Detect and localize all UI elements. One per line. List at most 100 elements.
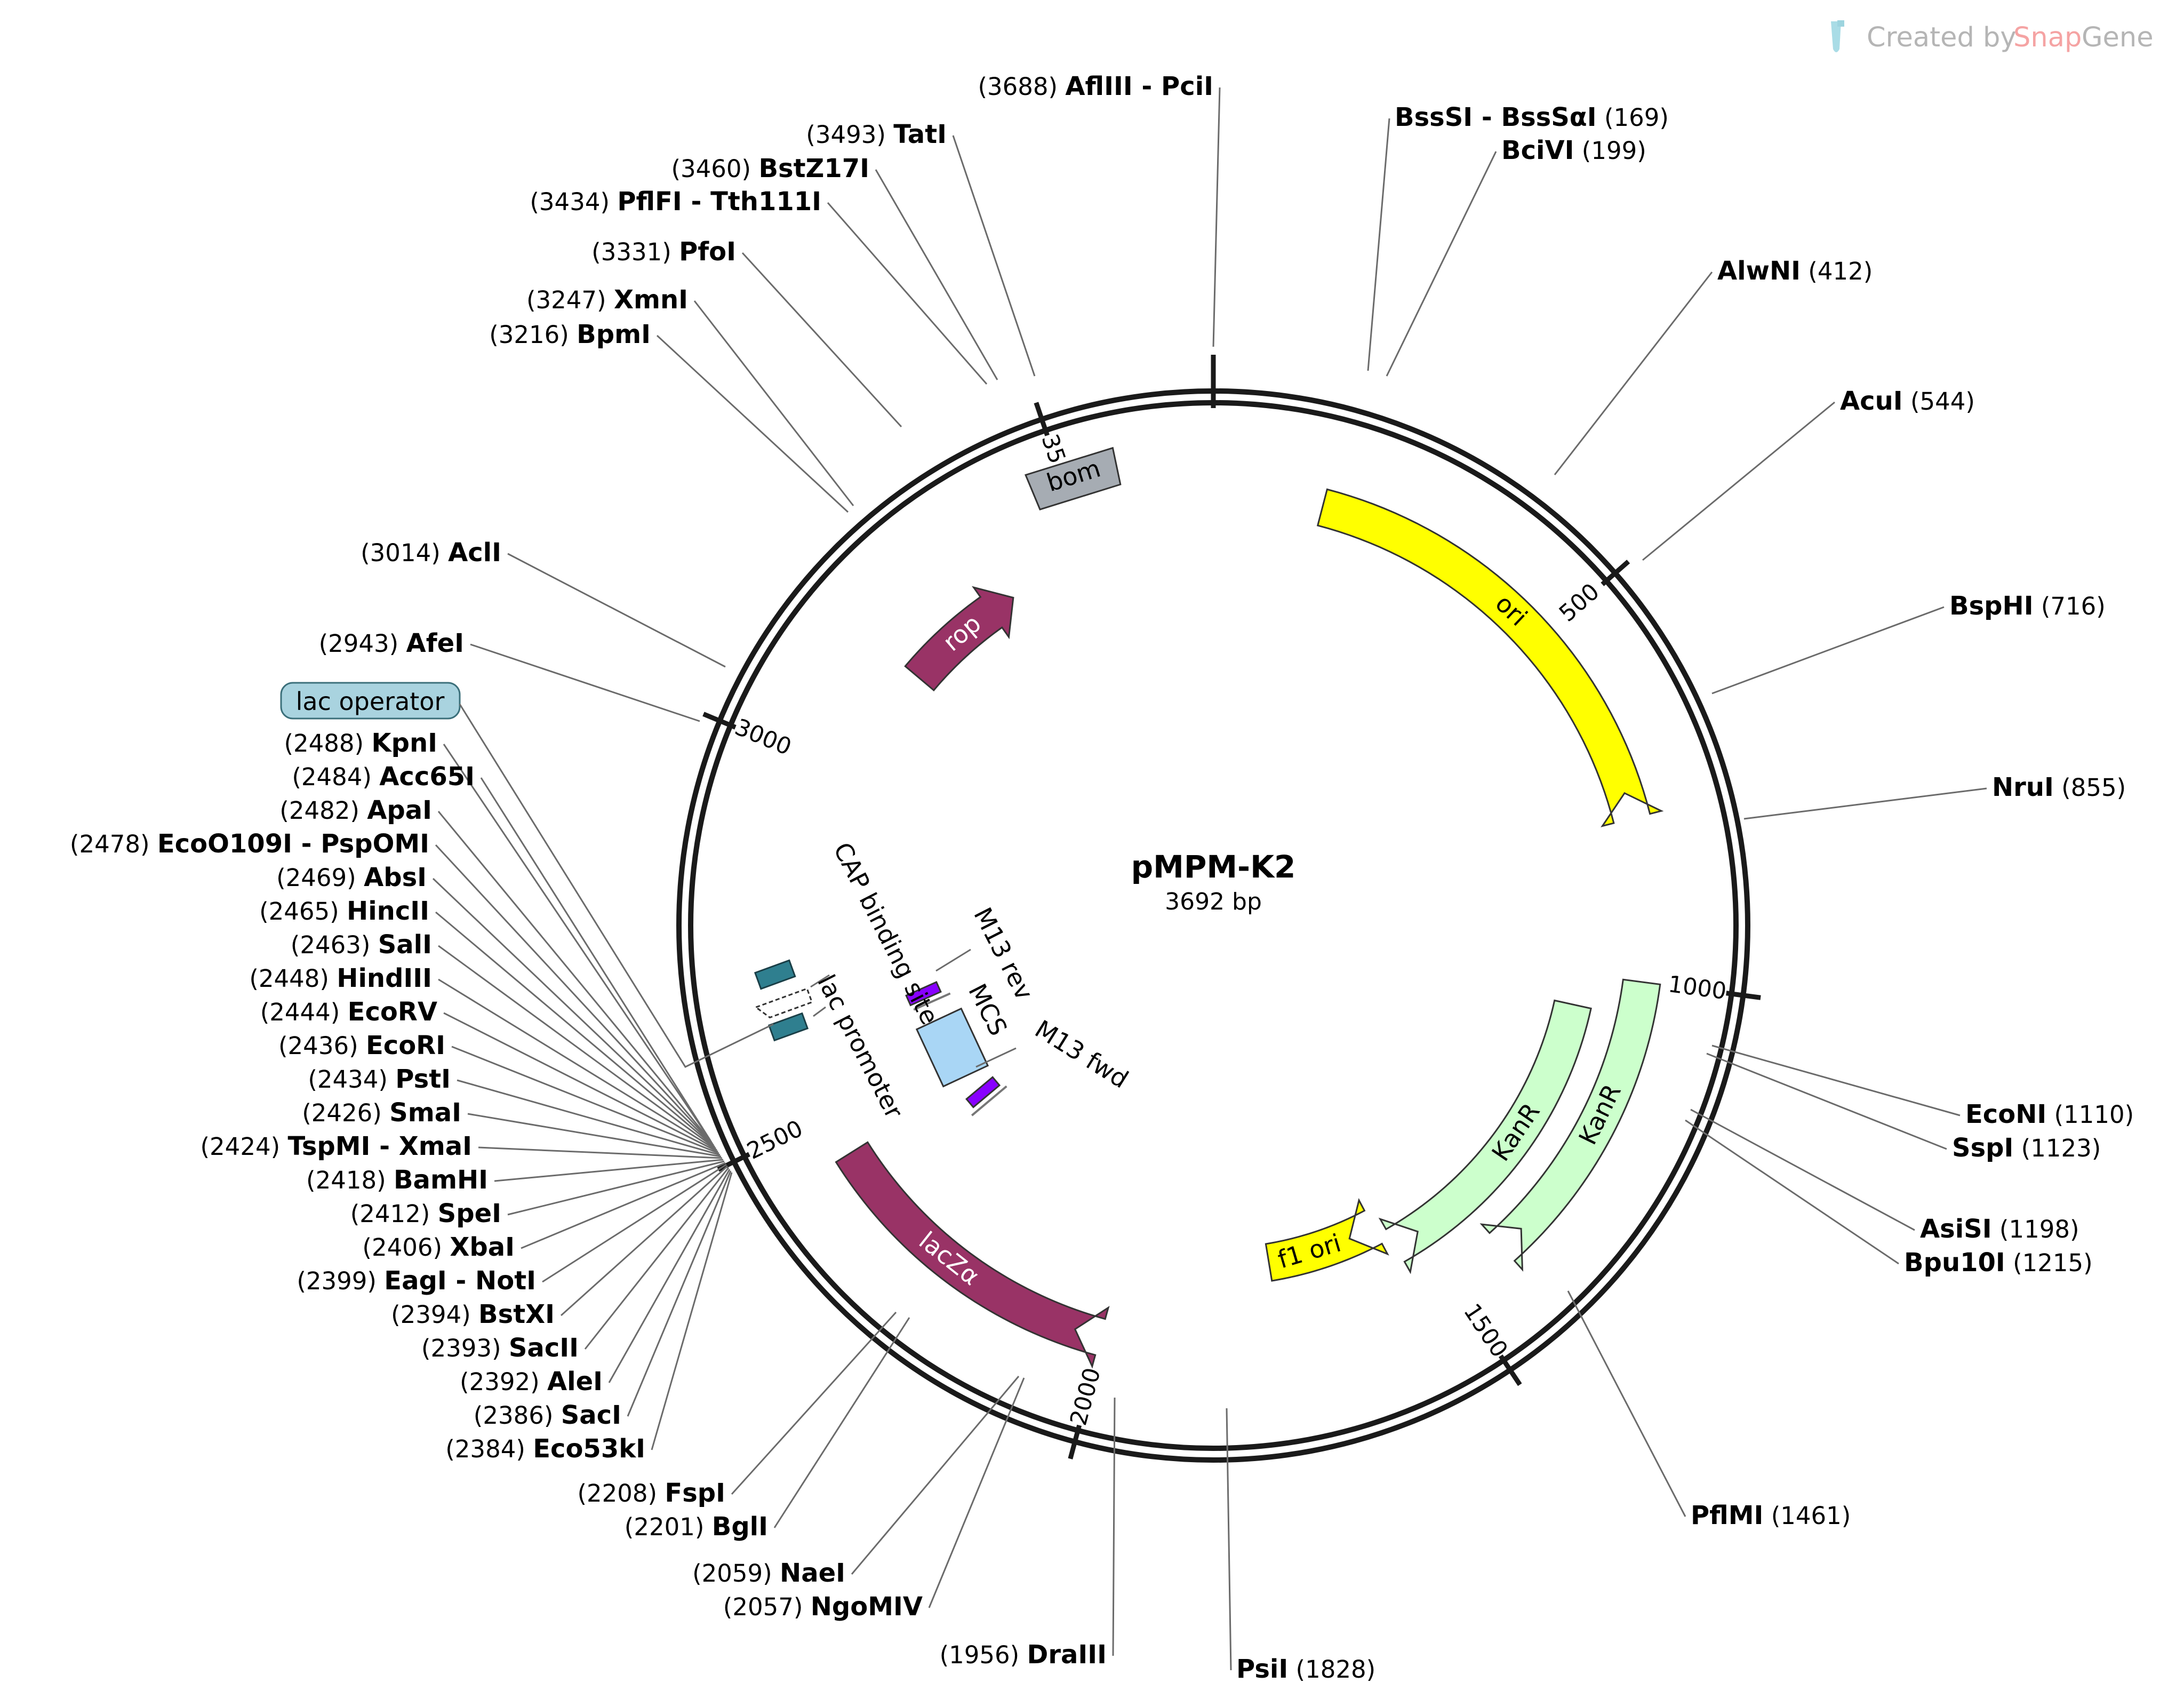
svg-text:BciVI (199): BciVI (199)	[1501, 135, 1646, 165]
site-name: PsiI	[1236, 1654, 1288, 1684]
site-position: (2399)	[297, 1267, 384, 1295]
lac-operator-label: lac operator	[296, 687, 445, 716]
site-position: (2426)	[302, 1099, 389, 1127]
svg-text:(2478) EcoO109I - PspOMI: (2478) EcoO109I - PspOMI	[70, 829, 429, 859]
site-name: HincII	[347, 896, 429, 926]
site-position: (1215)	[2005, 1249, 2093, 1277]
tick-label: 1000	[1667, 971, 1728, 1005]
svg-text:(2436) EcoRI: (2436) EcoRI	[278, 1031, 445, 1060]
site-position: (2424)	[201, 1132, 288, 1161]
site-name: AfeI	[406, 628, 464, 658]
site-name: BglI	[712, 1512, 768, 1542]
site-name: PflFI - Tth111I	[617, 187, 821, 217]
site-name: XmnI	[614, 285, 688, 315]
restriction-site: (3688) AflIII - PciI	[978, 71, 1221, 347]
svg-text:(2394) BstXI: (2394) BstXI	[391, 1299, 555, 1329]
restriction-site: NruI (855)	[1743, 772, 2126, 820]
svg-text:(2384) Eco53kI: (2384) Eco53kI	[445, 1434, 645, 1464]
restriction-site: (2393) SacII	[421, 1167, 730, 1363]
restriction-sites: (2488) KpnI (2484) Acc65I(2482) ApaI(2478…	[70, 71, 2134, 1684]
tick-mark	[1068, 1424, 1082, 1459]
restriction-site: (3014) AclI	[361, 538, 726, 668]
snapgene-logo-icon	[1831, 20, 1844, 52]
site-name: AsiSI	[1920, 1214, 1992, 1244]
lac-operator-callout: lac operator	[280, 682, 774, 1068]
site-position: (2393)	[421, 1334, 509, 1362]
svg-text:AsiSI (1198): AsiSI (1198)	[1920, 1214, 2079, 1244]
svg-text:(2392) AleI: (2392) AleI	[460, 1367, 603, 1397]
restriction-site: (3216) BpmI	[489, 320, 849, 513]
svg-text:(3331) PfoI: (3331) PfoI	[591, 237, 736, 267]
restriction-site: (2201) BglI	[625, 1317, 910, 1542]
site-position: (3460)	[671, 155, 758, 183]
site-name: EcoO109I - PspOMI	[157, 829, 429, 859]
site-name: Eco53kI	[533, 1434, 645, 1464]
restriction-site: PsiI (1828)	[1226, 1408, 1375, 1684]
svg-text:(2412) SpeI: (2412) SpeI	[350, 1199, 501, 1229]
svg-text:(3247) XmnI: (3247) XmnI	[526, 285, 688, 315]
restriction-site: (2482) ApaI	[279, 795, 713, 1143]
restriction-site: (2436) EcoRI	[278, 1031, 719, 1154]
restriction-site: (2386) SacI	[474, 1170, 732, 1430]
svg-text:EcoNI (1110): EcoNI (1110)	[1965, 1099, 2134, 1129]
site-name: PflMI	[1691, 1501, 1763, 1530]
site-position: (1956)	[940, 1641, 1027, 1669]
svg-text:(2484) Acc65I: (2484) Acc65I	[292, 762, 475, 792]
restriction-site: (2478) EcoO109I - PspOMI	[70, 829, 714, 1145]
restriction-site: EcoNI (1110)	[1711, 1044, 2134, 1129]
tick-mark	[1498, 1354, 1522, 1386]
site-position: (3493)	[806, 121, 893, 149]
site-position: (2418)	[306, 1166, 394, 1194]
svg-text:BssSI - BssSαI (169): BssSI - BssSαI (169)	[1395, 102, 1669, 132]
restriction-site: (2488) KpnI	[284, 728, 710, 1139]
restriction-site: (2392) AleI	[460, 1169, 731, 1397]
site-position: (2463)	[291, 931, 378, 959]
svg-text:(2393) SacII: (2393) SacII	[421, 1333, 579, 1363]
svg-text:PsiI (1828): PsiI (1828)	[1236, 1654, 1375, 1684]
svg-text:(3460) BstZ17I: (3460) BstZ17I	[671, 154, 869, 184]
feature-rop	[904, 586, 1014, 692]
svg-text:(2465) HincII: (2465) HincII	[259, 896, 429, 926]
svg-text:(2444) EcoRV: (2444) EcoRV	[260, 997, 437, 1027]
watermark-brand-snap: Snap	[2013, 22, 2082, 53]
site-position: (2943)	[319, 629, 406, 658]
site-name: BssSI - BssSαI	[1395, 102, 1597, 132]
site-name: Acc65I	[379, 762, 475, 792]
site-name: Bpu10I	[1904, 1248, 2005, 1278]
restriction-site: (2418) BamHI	[306, 1159, 724, 1195]
site-position: (1828)	[1288, 1655, 1375, 1684]
restriction-site: (2399) EagI - NotI	[297, 1163, 727, 1296]
svg-text:Bpu10I (1215): Bpu10I (1215)	[1904, 1248, 2093, 1278]
lac-promoter-shape	[754, 987, 813, 1019]
restriction-site: (2384) Eco53kI	[445, 1172, 733, 1464]
site-name: NruI	[1992, 772, 2054, 802]
svg-text:(3493) TatI: (3493) TatI	[806, 119, 947, 149]
svg-text:(2488) KpnI: (2488) KpnI	[284, 728, 437, 758]
site-name: AlwNI	[1717, 256, 1801, 286]
svg-text:AcuI (544): AcuI (544)	[1840, 386, 1975, 416]
site-name: SalI	[378, 930, 432, 960]
site-position: (199)	[1574, 137, 1646, 165]
restriction-site: (2448) HindIII	[249, 963, 717, 1151]
site-name: AclI	[448, 538, 501, 568]
restriction-site: SspI (1123)	[1706, 1052, 2101, 1163]
restriction-site: (1956) DraIII	[940, 1397, 1116, 1670]
site-name: SpeI	[438, 1199, 501, 1229]
site-position: (2448)	[249, 964, 337, 993]
restriction-site: (3493) TatI	[806, 119, 1036, 377]
svg-text:(2424) TspMI - XmaI: (2424) TspMI - XmaI	[201, 1131, 473, 1161]
svg-text:(2448) HindIII: (2448) HindIII	[249, 963, 432, 993]
site-name: PfoI	[679, 237, 736, 267]
svg-text:(3434) PflFI - Tth111I: (3434) PflFI - Tth111I	[530, 187, 821, 217]
svg-text:AlwNI (412): AlwNI (412)	[1717, 256, 1873, 286]
feature-lacz-	[835, 1141, 1110, 1369]
site-name: PstI	[395, 1064, 451, 1094]
site-name: ApaI	[367, 795, 432, 825]
site-position: (3247)	[526, 286, 614, 314]
site-name: AflIII - PciI	[1065, 71, 1213, 101]
site-position: (2386)	[474, 1401, 561, 1430]
site-name: FspI	[665, 1478, 725, 1508]
site-position: (1123)	[2013, 1134, 2101, 1162]
restriction-site: (3247) XmnI	[526, 285, 854, 506]
